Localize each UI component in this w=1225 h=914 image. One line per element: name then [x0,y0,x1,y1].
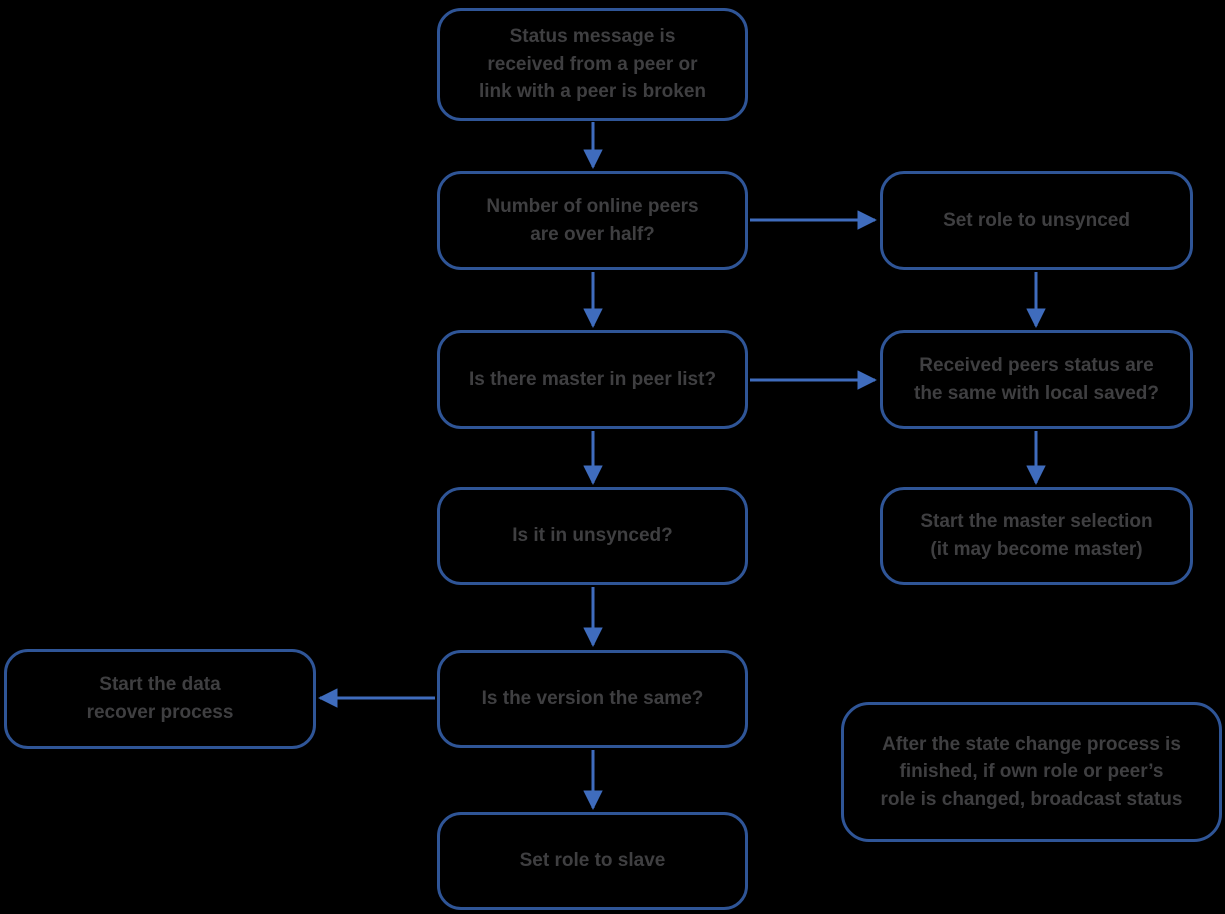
node-in-unsynced: Is it in unsynced? [437,487,748,585]
node-set-role-slave: Set role to slave [437,812,748,910]
node-data-recover: Start the data recover process [4,649,316,749]
node-set-role-unsynced: Set role to unsynced [880,171,1193,270]
node-online-peers: Number of online peers are over half? [437,171,748,270]
node-master-selection: Start the master selection (it may becom… [880,487,1193,585]
node-status-received: Status message is received from a peer o… [437,8,748,121]
node-version-same: Is the version the same? [437,650,748,748]
node-master-in-list: Is there master in peer list? [437,330,748,429]
node-broadcast-note: After the state change process is finish… [841,702,1222,842]
node-received-status: Received peers status are the same with … [880,330,1193,429]
